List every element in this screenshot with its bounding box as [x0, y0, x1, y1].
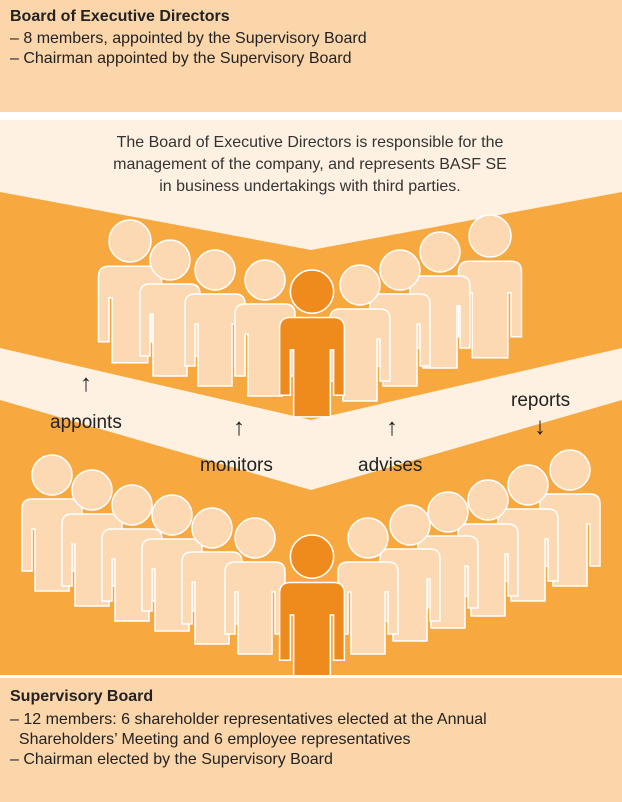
supervisory-member-figure	[337, 517, 399, 655]
description-line-3: in business undertakings with third part…	[159, 178, 461, 195]
reports-arrow-icon: ↓	[534, 413, 546, 440]
executive-board-line-2: – Chairman appointed by the Supervisory …	[10, 50, 352, 67]
supervisory-member-figure	[224, 517, 286, 655]
advises-label: advises	[358, 455, 423, 476]
executive-board-box: Board of Executive Directors – 8 members…	[0, 0, 622, 112]
reports-label: reports	[511, 390, 571, 411]
appoints-arrow-icon: ↑	[80, 370, 92, 397]
executive-chairman-figure	[278, 269, 346, 418]
executive-members-group	[97, 214, 523, 418]
description-line-2: management of the company, and represent…	[113, 156, 507, 173]
description-line-1: The Board of Executive Directors is resp…	[116, 134, 504, 151]
supervisory-chairman-figure	[278, 534, 346, 675]
supervisory-board-title: Supervisory Board	[10, 688, 154, 705]
monitors-label: monitors	[200, 455, 273, 476]
executive-board-title: Board of Executive Directors	[10, 8, 230, 25]
supervisory-board-box: Supervisory Board – 12 members: 6 shareh…	[0, 678, 622, 802]
executive-board-line-1: – 8 members, appointed by the Supervisor…	[10, 30, 367, 47]
supervisory-board-line-1: – 12 members: 6 shareholder representati…	[10, 711, 487, 728]
supervisory-board-line-2: Shareholders’ Meeting and 6 employee rep…	[10, 731, 411, 748]
executive-board-description: The Board of Executive Directors is resp…	[80, 132, 540, 198]
executive-member-figure	[184, 249, 246, 387]
advises-arrow-icon: ↑	[386, 414, 398, 441]
appoints-label: appoints	[50, 412, 122, 433]
executive-member-figure	[457, 214, 523, 359]
supervisory-members-group	[21, 449, 601, 675]
monitors-arrow-icon: ↑	[233, 414, 245, 441]
supervisory-board-line-3: – Chairman elected by the Supervisory Bo…	[10, 751, 333, 768]
boards-illustration	[0, 120, 622, 675]
